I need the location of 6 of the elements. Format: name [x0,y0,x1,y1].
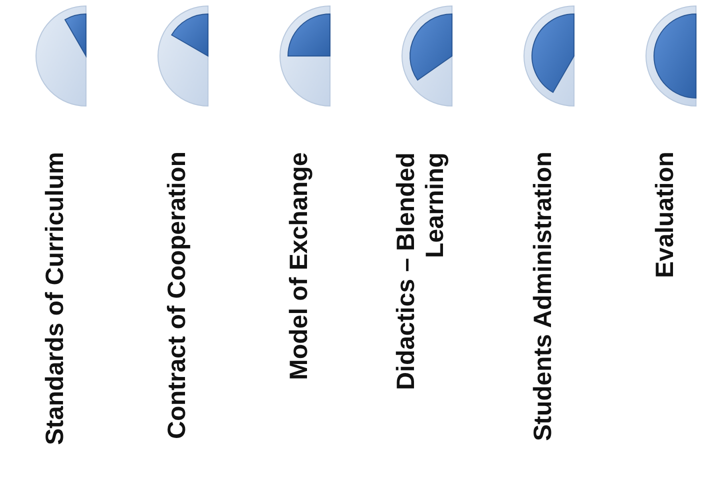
rotated-label: Contract of Cooperation [162,152,192,442]
rotated-label: Standards of Curriculum [40,152,70,448]
rotated-label: Evaluation [650,152,680,280]
rotated-label: Students Administration [528,152,558,444]
rotated-label: Didactics – Blended Learning [392,152,450,392]
rotated-label: Model of Exchange [284,152,314,382]
